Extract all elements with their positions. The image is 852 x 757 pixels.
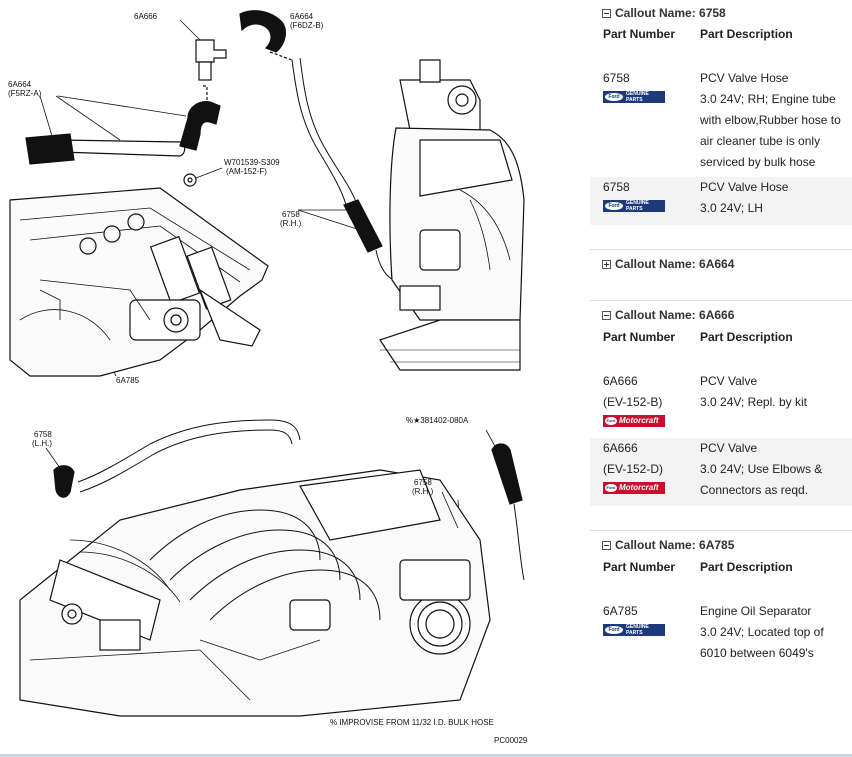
section-divider [590, 300, 852, 301]
label-6a664-left: 6A664 [8, 80, 32, 89]
callout-header-6758[interactable]: Callout Name: 6758 [602, 5, 726, 21]
callout-name: 6A666 [699, 308, 735, 322]
label-6758-lh: 6758 [34, 430, 52, 439]
label-improvise-note: % IMPROVISE FROM 11/32 I.D. BULK HOSE [330, 718, 494, 727]
label-6758-rh-bottom: 6758 [414, 478, 432, 487]
collapse-icon[interactable] [602, 540, 611, 550]
section-divider [590, 530, 852, 531]
expand-icon[interactable] [602, 259, 611, 269]
label-6a785: 6A785 [116, 376, 140, 385]
callout-header-6a785[interactable]: Callout Name: 6A785 [602, 537, 734, 553]
exploded-parts-diagram: 6A666 6A664 (F6DZ-B) 6A664 (F5RZ-A) W701… [8, 10, 528, 745]
col-part-number: Part Number [603, 27, 676, 41]
label-drawing-id: PC00029 [494, 736, 528, 745]
callout-header-6a664[interactable]: Callout Name: 6A664 [602, 256, 734, 272]
part-number[interactable]: 6A666 [603, 374, 638, 388]
col-part-description: Part Description [700, 27, 793, 41]
label-f6dz-b: (F6DZ-B) [290, 21, 324, 30]
part-description: PCV Valve 3.0 24V; Repl. by kit [700, 374, 807, 409]
callout-label: Callout Name: [615, 6, 696, 20]
part-description: PCV Valve Hose 3.0 24V; LH [700, 180, 789, 215]
collapse-icon[interactable] [602, 8, 611, 18]
parts-list-panel: Callout Name: 6758 Part Number Part Desc… [590, 0, 852, 757]
part-description: PCV Valve Hose 3.0 24V; RH; Engine tube … [700, 71, 841, 169]
diagram-artwork [9, 10, 525, 717]
callout-label: Callout Name: [615, 538, 696, 552]
callout-header-6a666[interactable]: Callout Name: 6A666 [602, 307, 734, 323]
label-6a664-top: 6A664 [290, 12, 314, 21]
label-am-152-f: (AM-152-F) [226, 167, 267, 176]
label-6a666-top: 6A666 [134, 12, 158, 21]
col-part-number: Part Number [603, 560, 676, 574]
collapse-icon[interactable] [602, 310, 611, 320]
callout-name: 6758 [699, 6, 726, 20]
callout-label: Callout Name: [615, 308, 696, 322]
col-part-number: Part Number [603, 330, 676, 344]
part-number[interactable]: 6A666 [603, 441, 638, 455]
label-f5rz-a: (F5RZ-A) [8, 89, 42, 98]
callout-name: 6A785 [699, 538, 735, 552]
label-rh-top: (R.H.) [280, 219, 302, 228]
part-number[interactable]: 6758 [603, 180, 630, 194]
callout-name: 6A664 [699, 257, 735, 271]
col-part-description: Part Description [700, 330, 793, 344]
label-rh-bottom: (R.H.) [412, 487, 434, 496]
col-part-description: Part Description [700, 560, 793, 574]
bottom-border [0, 754, 852, 757]
label-w701539: W701539-S309 [224, 158, 280, 167]
label-lh: (L.H.) [32, 439, 52, 448]
part-number[interactable]: 6A785 [603, 604, 638, 618]
callout-label: Callout Name: [615, 257, 696, 271]
part-description: PCV Valve 3.0 24V; Use Elbows & Connecto… [700, 441, 823, 497]
section-divider [590, 249, 852, 250]
part-description: Engine Oil Separator 3.0 24V; Located to… [700, 604, 824, 660]
label-381402: %★381402-080A [406, 416, 469, 425]
part-number[interactable]: 6758 [603, 71, 630, 85]
label-6758-rh-top: 6758 [282, 210, 300, 219]
